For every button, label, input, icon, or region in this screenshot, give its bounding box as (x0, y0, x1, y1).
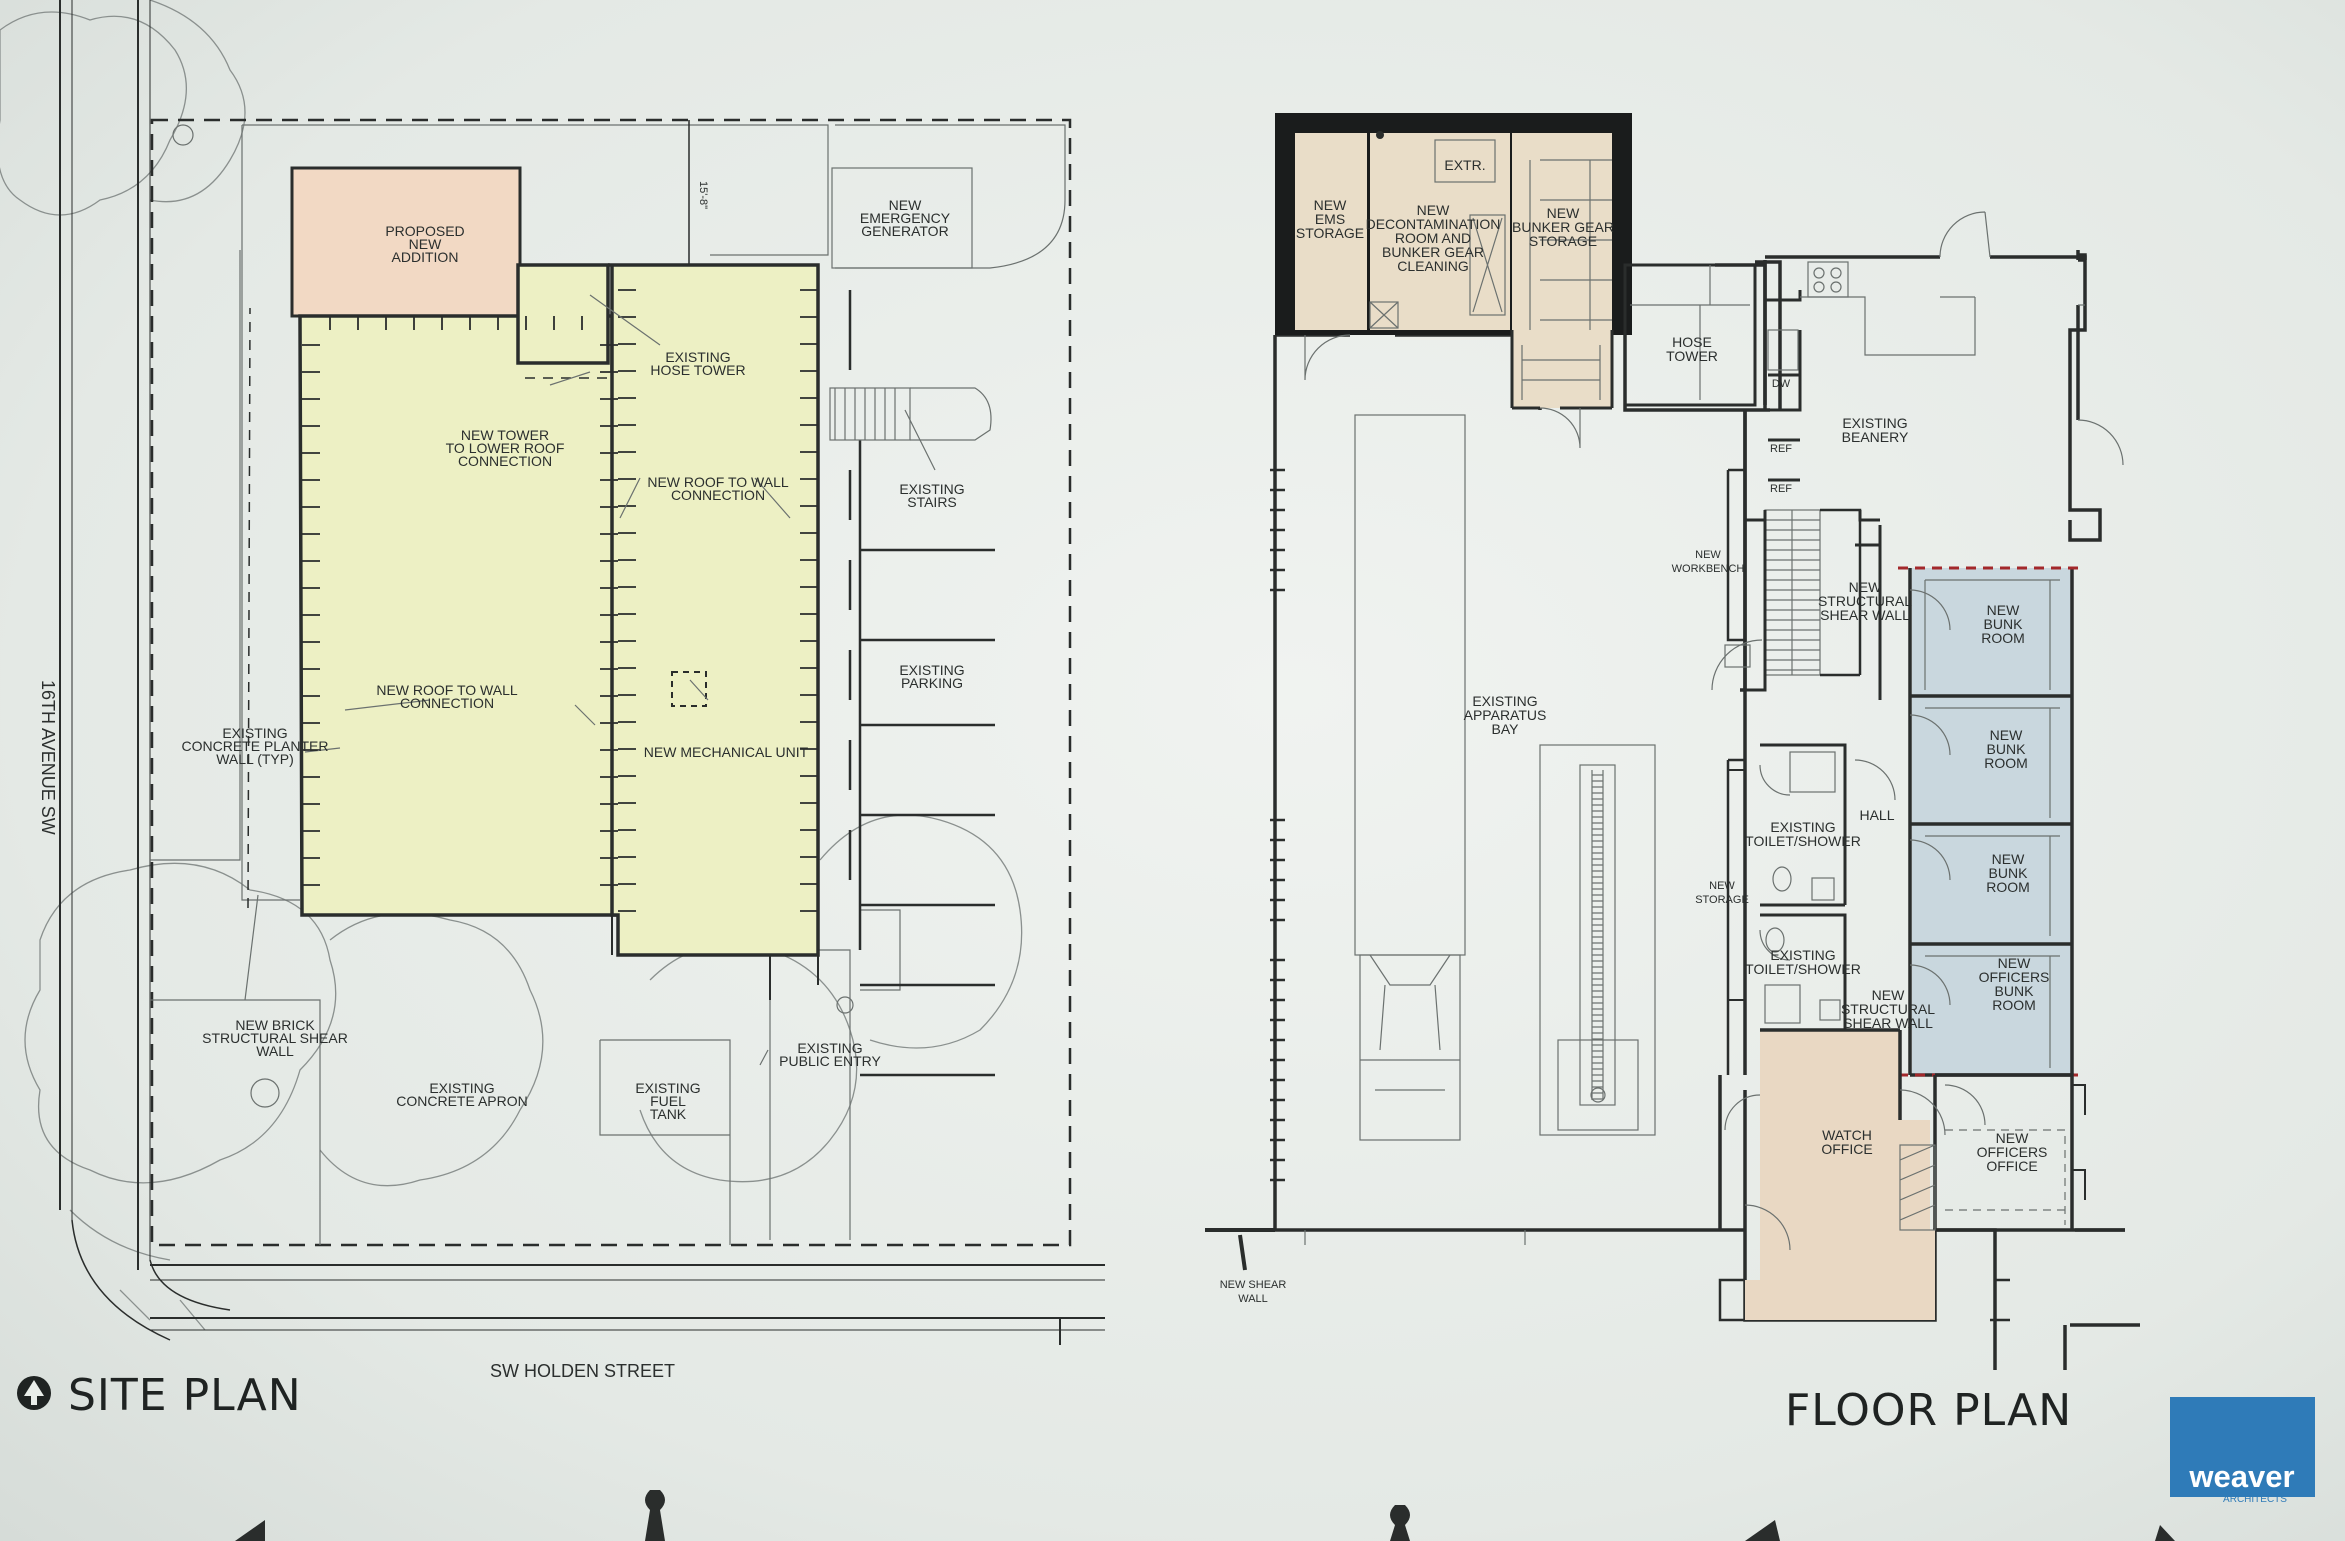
dimension-text: 15'-8" (697, 181, 709, 209)
parking-stalls (848, 290, 995, 1077)
site-plan-title: SITE PLAN (68, 1370, 302, 1421)
bunker-storage-room (1512, 133, 1612, 330)
engine-truck-icon (1354, 414, 1466, 1141)
mechanical-unit-icon (671, 671, 707, 707)
label-ref1: REF (1770, 443, 1792, 455)
decon-sink (1469, 214, 1506, 316)
range-icon (1807, 261, 1849, 298)
ems-storage-room (1295, 133, 1367, 330)
decon-room (1370, 133, 1510, 330)
existing-stairs-icon (829, 387, 992, 441)
roof-to-wall-ticks (302, 289, 818, 912)
bunker-storage-lower (1512, 330, 1612, 408)
street-name-sw-holden: SW HOLDEN STREET (490, 1361, 675, 1381)
bunk-room-1 (1912, 568, 2072, 696)
board-clips (235, 1490, 2175, 1541)
street-name-16th-avenue: 16TH AVENUE SW (38, 680, 58, 835)
hose-tower-room (1623, 263, 1757, 407)
label-dw: DW (1772, 378, 1791, 390)
officers-bunk-room (1912, 944, 2072, 1074)
extractor-icon (1434, 139, 1496, 183)
svg-text:ARCHITECTS: ARCHITECTS (2223, 1494, 2287, 1505)
label-mechanical-unit: NEW MECHANICAL UNIT (644, 744, 809, 760)
generator-pad (831, 167, 973, 269)
street-16th-avenue (59, 0, 231, 1341)
building-roof (247, 263, 820, 1000)
bunk-room-2 (1912, 696, 2072, 824)
label-ref2: REF (1770, 483, 1792, 495)
street-sw-holden (150, 1264, 1105, 1345)
label-extr: EXTR. (1444, 157, 1485, 173)
property-line (150, 118, 1072, 1247)
ladder-truck-icon (1539, 744, 1656, 1136)
svg-text:weaver: weaver (2188, 1459, 2294, 1494)
watch-office-room (1745, 1030, 1935, 1320)
weaver-architects-logo: weaver ARCHITECTS (2170, 1397, 2315, 1505)
proposed-addition-area (290, 166, 522, 318)
north-arrow-icon (17, 1376, 51, 1410)
label-hall: HALL (1859, 807, 1894, 823)
hose-tower-roof (516, 263, 610, 365)
floor-plan-title: FLOOR PLAN (1785, 1385, 2072, 1436)
bunk-room-3 (1912, 824, 2072, 944)
